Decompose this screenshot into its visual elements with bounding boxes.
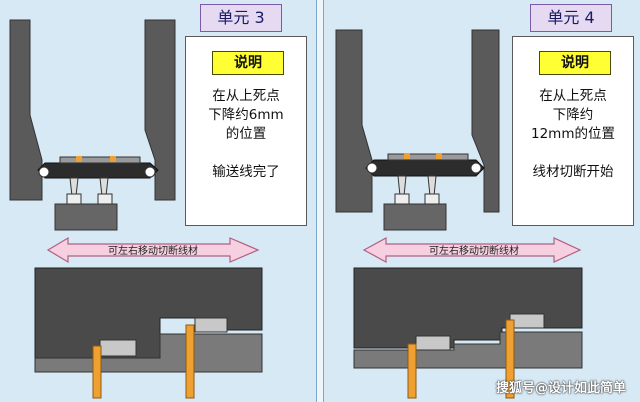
unit-3-base-plate (34, 333, 263, 373)
unit-3-right-punch (144, 19, 176, 201)
unit-4-wire-block (415, 335, 451, 351)
unit-3-wire (59, 156, 141, 164)
unit-4-roller (470, 162, 482, 174)
unit-3-pin (185, 324, 195, 399)
unit-3-label: 单元 3 (200, 4, 282, 32)
unit-3-stripper-block (54, 203, 118, 231)
unit-4-cutter-block (509, 313, 545, 329)
unit-4-wire-marker (404, 153, 410, 159)
unit-4-roller (366, 162, 378, 174)
unit-3-cutter-block (194, 317, 228, 333)
unit-4-label: 单元 4 (530, 4, 612, 32)
unit-4-description-text: 在从上死点 下降约 12mm的位置 线材切断开始 (531, 88, 615, 180)
unit-3-left-punch (9, 19, 43, 201)
unit-4-description-box: 说明 在从上死点 下降约 12mm的位置 线材切断开始 (512, 36, 634, 226)
unit-4-guide-post (427, 175, 437, 197)
unit-4-pin (407, 343, 417, 399)
unit-3-guide-post (69, 177, 79, 197)
unit-3-wire-marker (76, 156, 82, 162)
unit-4-die-drawing: 可左右移动切断线材 (335, 29, 583, 399)
unit-3-wire-carrier (37, 162, 159, 179)
unit-4-left-punch (335, 29, 373, 213)
unit-4-wire (387, 153, 469, 161)
unit-4-pin (505, 319, 515, 399)
watermark: 搜狐号@设计如此简单 (495, 381, 626, 396)
unit-3-wire-block (99, 339, 137, 357)
unit-4-stripper-block (383, 203, 447, 231)
unit-3-description-text: 在从上死点 下降约6mm 的位置 输送线完了 (208, 88, 284, 180)
unit-3-roller (38, 166, 50, 178)
unit-3-die-drawing: 可左右移动切断线材 (9, 19, 263, 399)
unit-3-roller (144, 166, 156, 178)
unit-4-wire-marker (436, 153, 442, 159)
unit-4-panel: 单元 4 说明 在从上死点 下降约 12mm的位置 线材切断开始 可左右移动切断… (324, 0, 640, 402)
unit-3-guide-post (99, 177, 109, 197)
unit-4-move-arrow (362, 236, 582, 264)
panel-divider (316, 0, 324, 402)
unit-4-description-title: 说明 (539, 51, 611, 75)
unit-3-description-title: 说明 (212, 51, 284, 75)
unit-3-pin (92, 345, 102, 399)
unit-4-right-punch (471, 29, 500, 213)
unit-3-description-box: 说明 在从上死点 下降约6mm 的位置 输送线完了 (185, 36, 307, 226)
unit-3-arrow-label: 可左右移动切断线材 (108, 244, 198, 257)
unit-3-panel: 单元 3 说明 在从上死点 下降约6mm 的位置 输送线完了 可左右移动切断线材 (0, 0, 316, 402)
unit-4-arrow-label: 可左右移动切断线材 (429, 244, 519, 257)
unit-4-guide-post (397, 175, 407, 197)
unit-3-wire-marker (110, 156, 116, 162)
unit-3-move-arrow (46, 236, 260, 264)
unit-4-wire-carrier (365, 159, 485, 177)
